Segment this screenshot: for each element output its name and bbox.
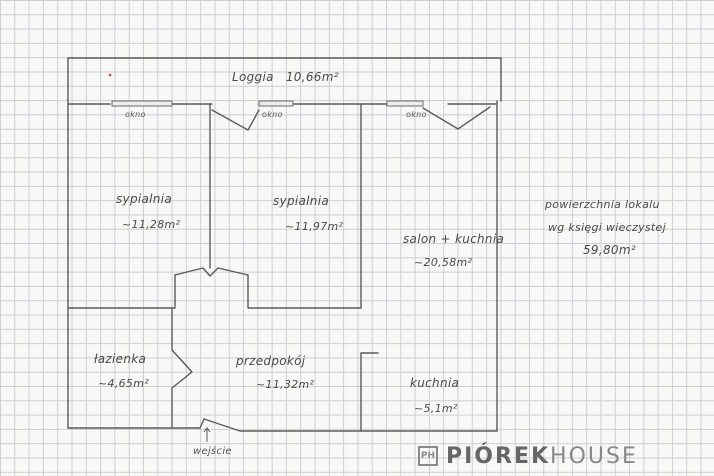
brand-light: HOUSE: [550, 443, 638, 469]
loggia-label: Loggia 10,66m²: [232, 70, 339, 84]
room-area-hall: ~11,32m²: [256, 378, 315, 391]
bathroom-wall: [171, 307, 193, 429]
bedroom2-bottom: [247, 274, 362, 309]
kitchen-wall: [360, 352, 379, 432]
bedroom1-bottom: [67, 274, 176, 309]
room-name-bedroom2: sypialnia: [273, 194, 329, 208]
loggia-area: 10,66m²: [285, 70, 339, 84]
summary-value: 59,80m²: [583, 243, 636, 257]
room-area-bedroom2: ~11,97m²: [285, 220, 344, 233]
red-mark: [108, 73, 112, 77]
room-name-bedroom1: sypialnia: [116, 192, 172, 206]
brand-mark-icon: PH: [418, 446, 438, 466]
room-area-living: ~20,58m²: [414, 256, 473, 269]
room-area-kitchen: ~5,1m²: [414, 402, 458, 415]
loggia-name: Loggia: [232, 70, 274, 84]
entrance-arrow: [203, 427, 211, 442]
window-2: [258, 100, 294, 107]
partition-2: [211, 109, 260, 131]
room-area-bathroom: ~4,65m²: [98, 377, 149, 390]
room-name-living: salon + kuchnia: [403, 232, 505, 246]
brand-bold: PIÓREK: [446, 443, 551, 469]
entrance-door: [199, 418, 241, 432]
summary-line2: wg księgi wieczystej: [548, 221, 666, 234]
room-name-bathroom: łazienka: [94, 352, 147, 366]
room-area-bedroom1: ~11,28m²: [122, 218, 181, 231]
summary-line1: powierzchnia lokalu: [545, 198, 660, 211]
room-name-hall: przedpokój: [236, 354, 306, 368]
window-label-3: okno: [406, 110, 427, 119]
window-label-1: okno: [125, 110, 146, 119]
entrance-label: wejście: [193, 446, 232, 457]
window-1: [111, 100, 173, 107]
window-label-2: okno: [262, 110, 283, 119]
brand-text: PIÓREKHOUSE: [446, 444, 638, 469]
window-3: [386, 100, 424, 107]
door-swings: [174, 267, 249, 277]
brand-logo: PH PIÓREKHOUSE: [418, 443, 638, 469]
loggia-outline: [67, 57, 502, 102]
room-name-kitchen: kuchnia: [410, 376, 460, 390]
living-swing: [422, 106, 491, 130]
